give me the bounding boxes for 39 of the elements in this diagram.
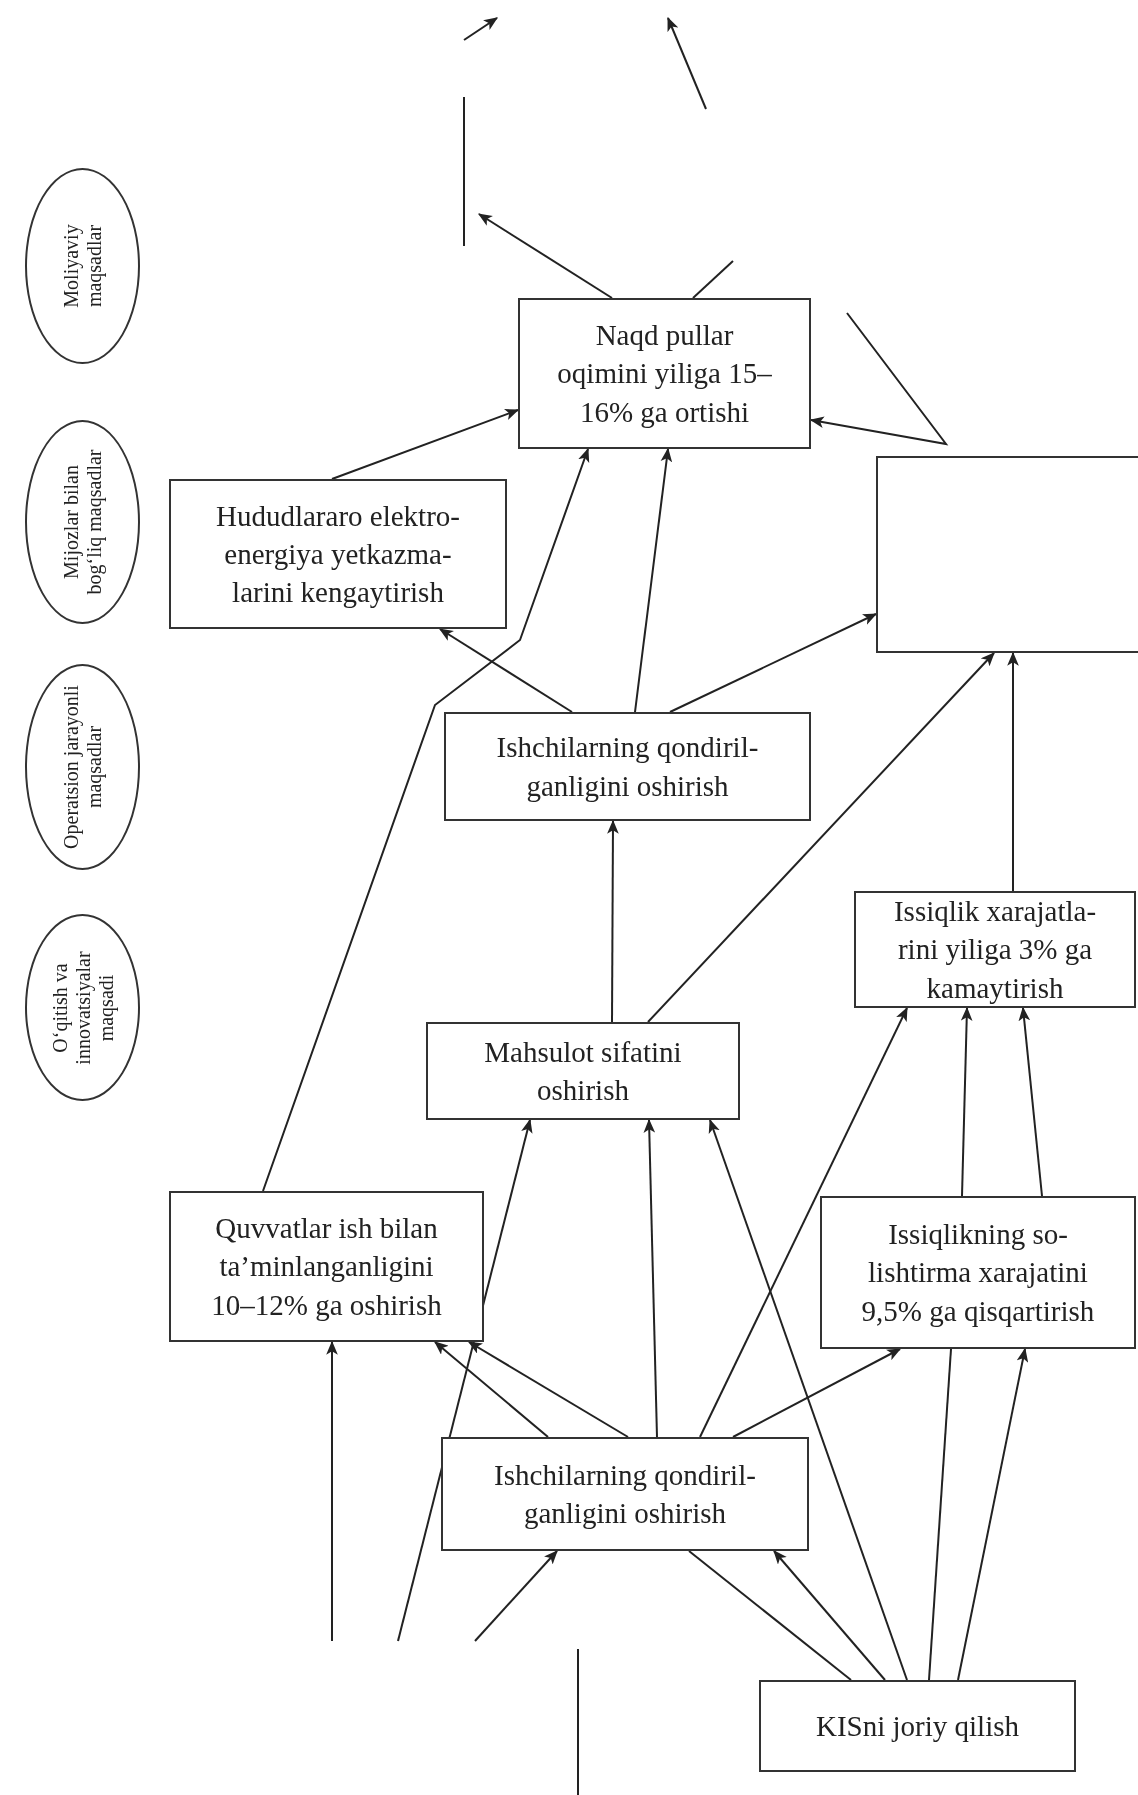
- arrow: [699, 1006, 908, 1438]
- connector-line: [928, 1348, 952, 1681]
- perspective-label: Operatsion jarayonli maqsadlar: [59, 684, 106, 851]
- arrow: [960, 1006, 973, 1197]
- arrow: [643, 1118, 658, 1438]
- arrow: [1007, 651, 1019, 892]
- arrow: [331, 409, 520, 480]
- arrow: [634, 447, 673, 713]
- arrow: [957, 1347, 1029, 1681]
- arrow: [607, 819, 619, 1023]
- goal-box: KISni joriy qilish: [759, 1680, 1076, 1772]
- goal-box: Ishchilarning qondiril- ganligini oshirish: [444, 712, 811, 821]
- arrow: [708, 1118, 908, 1681]
- arrow: [773, 1550, 886, 1681]
- goal-box: Ishchilarning qondiril- ganligini oshirish: [441, 1437, 809, 1551]
- goal-box: Quvvatlar ish bilan ta’minlanganligini 10–12% ga oshirish: [169, 1191, 484, 1342]
- goal-box: Mahsulot sifatini oshirish: [426, 1022, 740, 1120]
- perspective-label: O‘qitish va innovatsiyalar maqsadi: [48, 949, 117, 1067]
- arrow: [669, 613, 878, 713]
- arrow: [262, 447, 590, 1192]
- goal-box: Naqd pullar oqimini yiliga 15–16% ga ortishi: [518, 298, 811, 449]
- goal-box: Issiqlikning so- lishtirma xarajatini 9,5% ga qisqartirish: [820, 1196, 1136, 1349]
- connector-line: [688, 1550, 852, 1681]
- arrow: [647, 652, 995, 1023]
- arrow: [732, 1348, 902, 1438]
- goal-box: Hududlararo elektro- energiya yetkazma- larini kengaytirish: [169, 479, 507, 629]
- connector-line: [692, 260, 734, 299]
- arrow: [468, 1341, 629, 1438]
- arrow: [1018, 1006, 1043, 1197]
- perspective-label: Moliyaviy maqsadlar: [59, 223, 106, 310]
- perspective-label: Mijozlar bilan bog‘liq maqsadlar: [59, 448, 106, 597]
- arrow: [439, 628, 573, 713]
- arrow: [478, 213, 613, 299]
- arrow: [474, 1550, 558, 1642]
- arrow: [434, 1341, 549, 1438]
- arrow: [397, 1118, 533, 1642]
- goal-box: Issiqlik xarajatla- rini yiliga 3% ga kamaytirish: [854, 891, 1136, 1008]
- blank-box: [876, 456, 1138, 653]
- arrow: [326, 1340, 338, 1642]
